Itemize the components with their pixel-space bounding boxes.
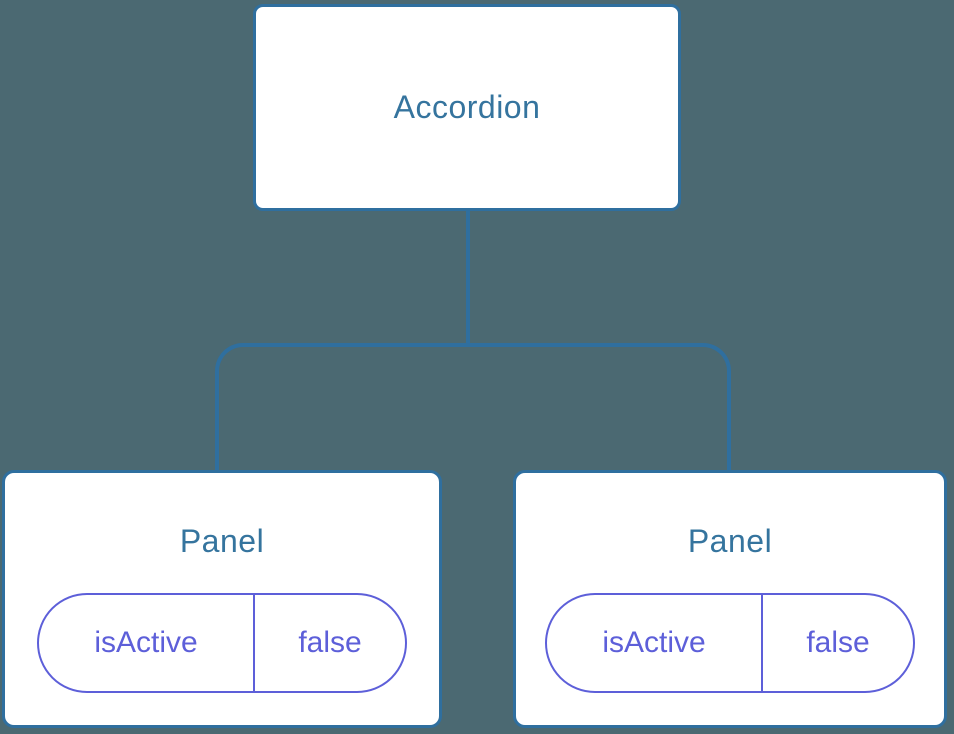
state-pill: isActive false <box>37 593 407 693</box>
panel-1-label: Panel <box>179 523 265 559</box>
state-value: false <box>806 626 870 659</box>
connector-bracket <box>215 343 731 470</box>
state-value: false <box>298 626 362 659</box>
accordion-label: Accordion <box>393 89 541 125</box>
panel-2-label: Panel <box>687 523 773 559</box>
node-panel-1: Panel isActive false <box>2 470 442 728</box>
node-panel-2: Panel isActive false <box>513 470 947 728</box>
state-pill: isActive false <box>545 593 915 693</box>
node-accordion: Accordion <box>253 4 681 211</box>
connector-stem <box>466 211 470 347</box>
state-key: isActive <box>39 595 255 691</box>
state-key: isActive <box>547 595 763 691</box>
